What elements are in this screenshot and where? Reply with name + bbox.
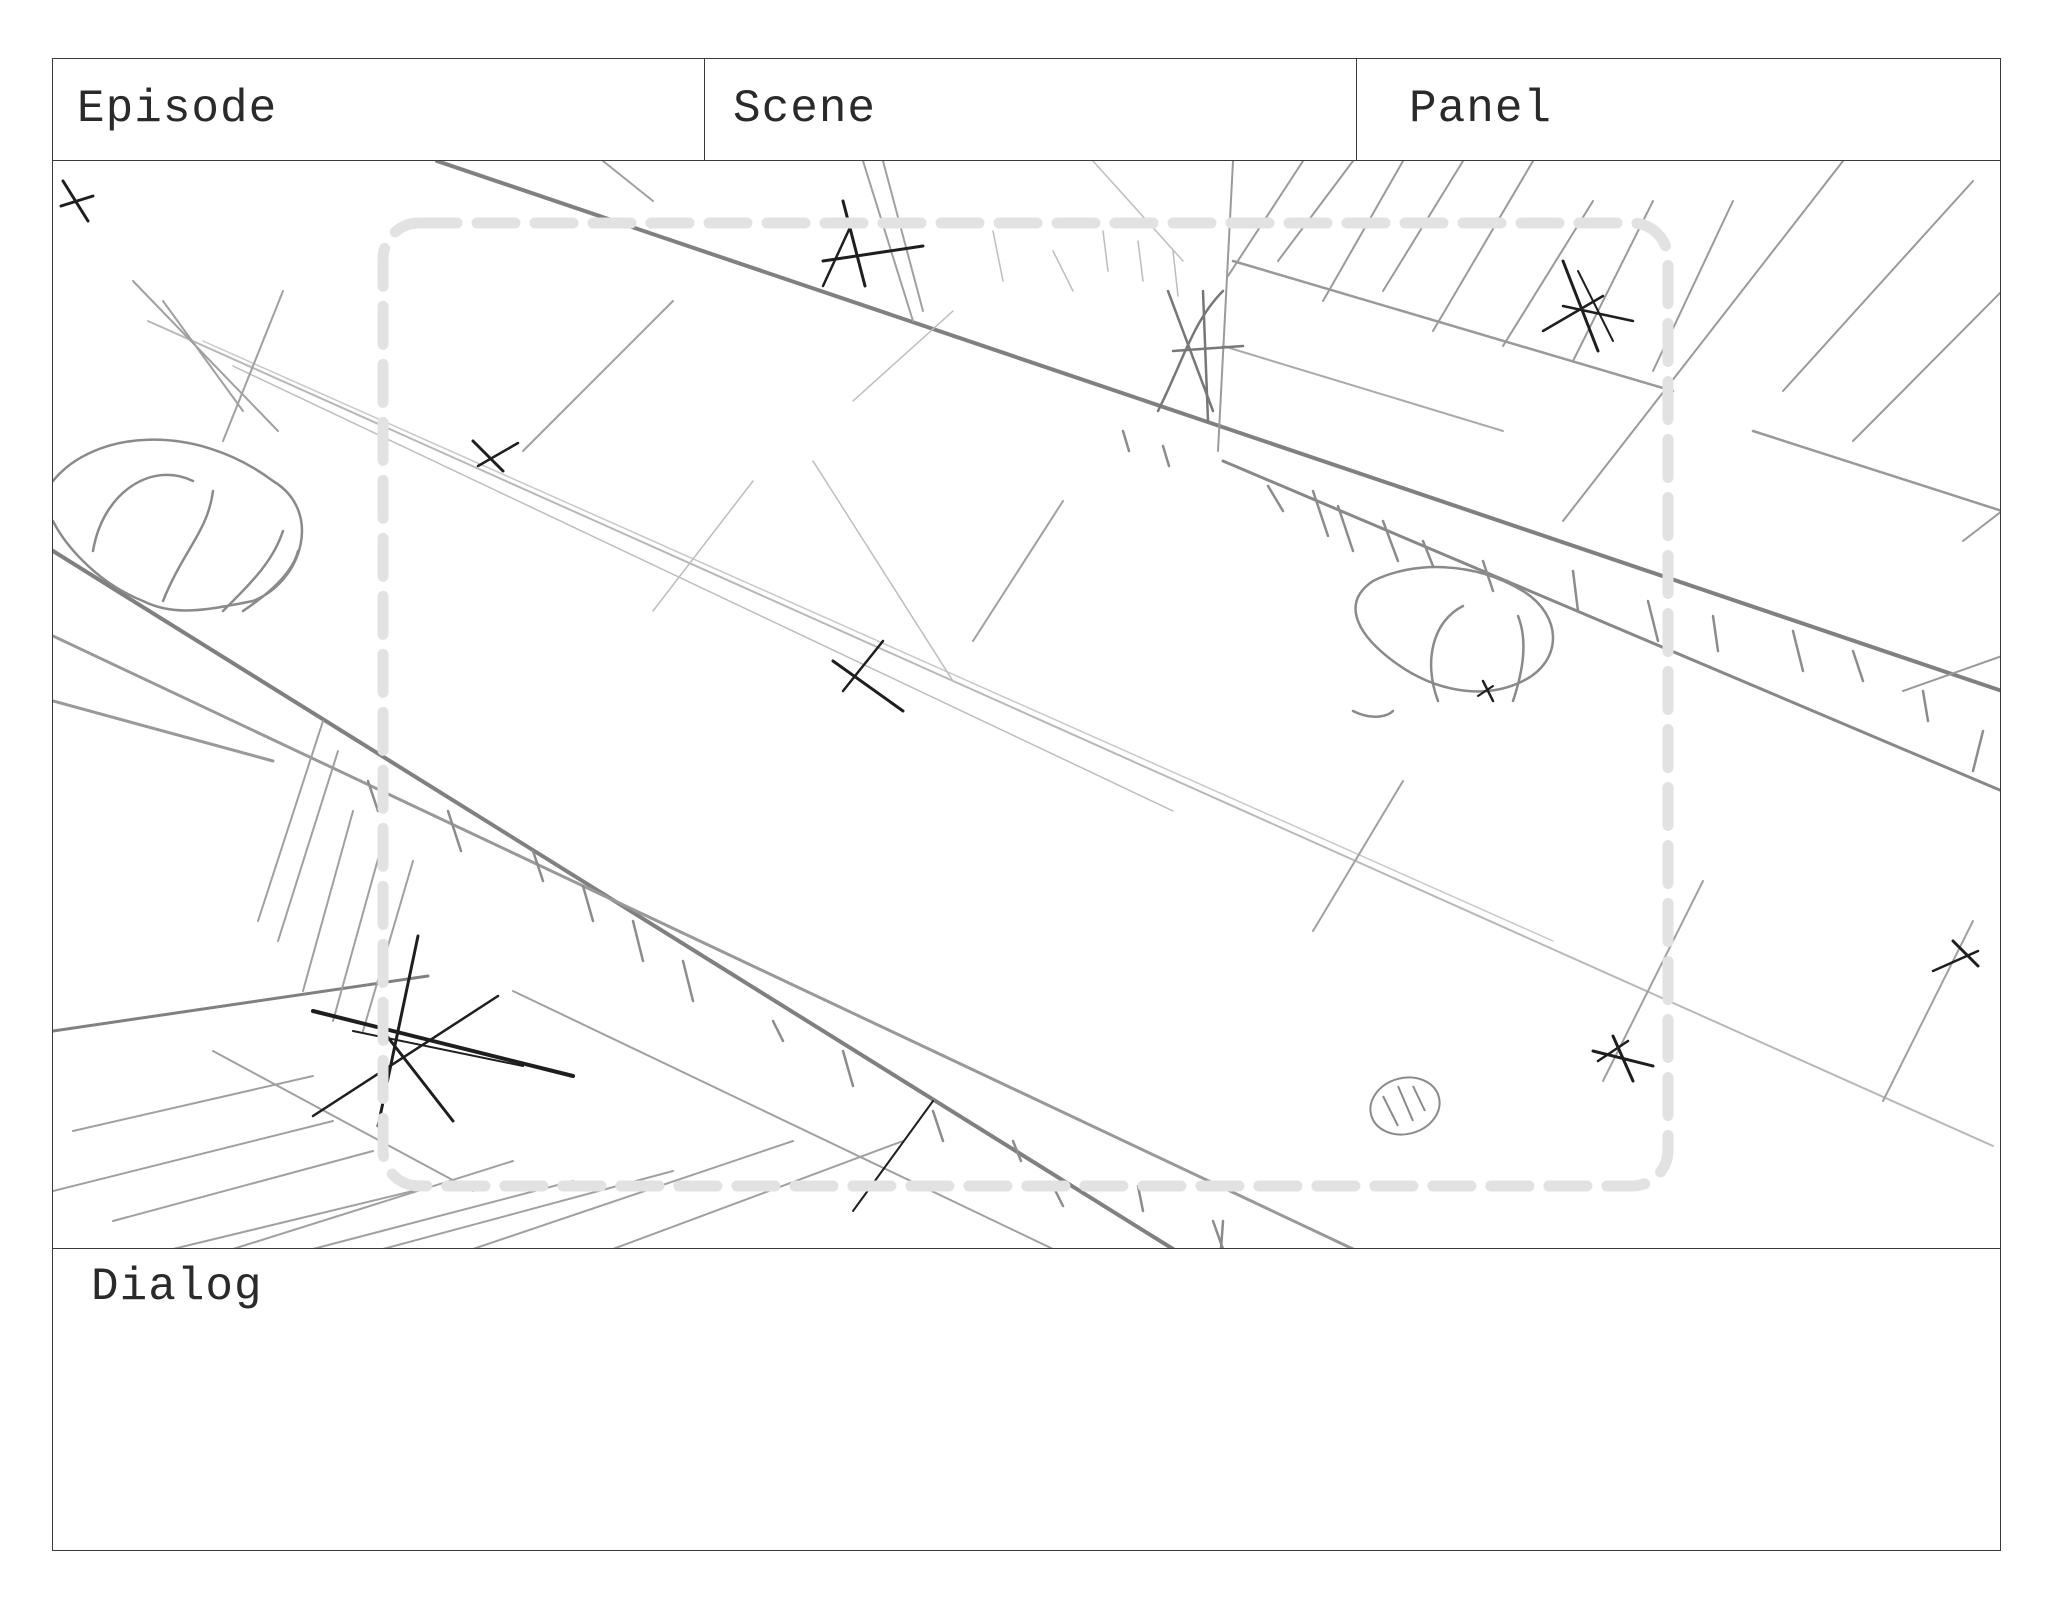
car-left	[53, 438, 304, 613]
sketch-drawing	[53, 161, 2000, 1248]
dialog-label: Dialog	[91, 1261, 263, 1313]
pole-sketch	[1156, 289, 1245, 423]
hatching-lower-left	[53, 161, 1974, 1248]
scene-label: Scene	[733, 83, 877, 135]
light-streaks	[652, 161, 1184, 682]
curb-ticks-lower	[366, 779, 1225, 1248]
car-right	[1351, 565, 1555, 718]
panel-frame[interactable]	[53, 161, 2000, 1249]
hatching-top-right	[1217, 161, 2000, 542]
road-lines	[53, 161, 2000, 1248]
safe-area-guide	[377, 217, 1674, 1192]
panel-label: Panel	[1409, 83, 1553, 135]
episode-label: Episode	[77, 83, 278, 135]
x-marks	[59, 179, 1980, 1212]
episode-field[interactable]: Episode	[53, 59, 705, 160]
scene-field[interactable]: Scene	[705, 59, 1357, 160]
manhole	[1369, 1076, 1441, 1136]
panel-field[interactable]: Panel	[1357, 59, 2002, 160]
dialog-box[interactable]: Dialog	[53, 1249, 2000, 1551]
storyboard-header: Episode Scene Panel	[53, 59, 2000, 161]
curb-ticks-upper	[1121, 429, 1985, 773]
storyboard-sheet: Episode Scene Panel	[52, 58, 2001, 1551]
